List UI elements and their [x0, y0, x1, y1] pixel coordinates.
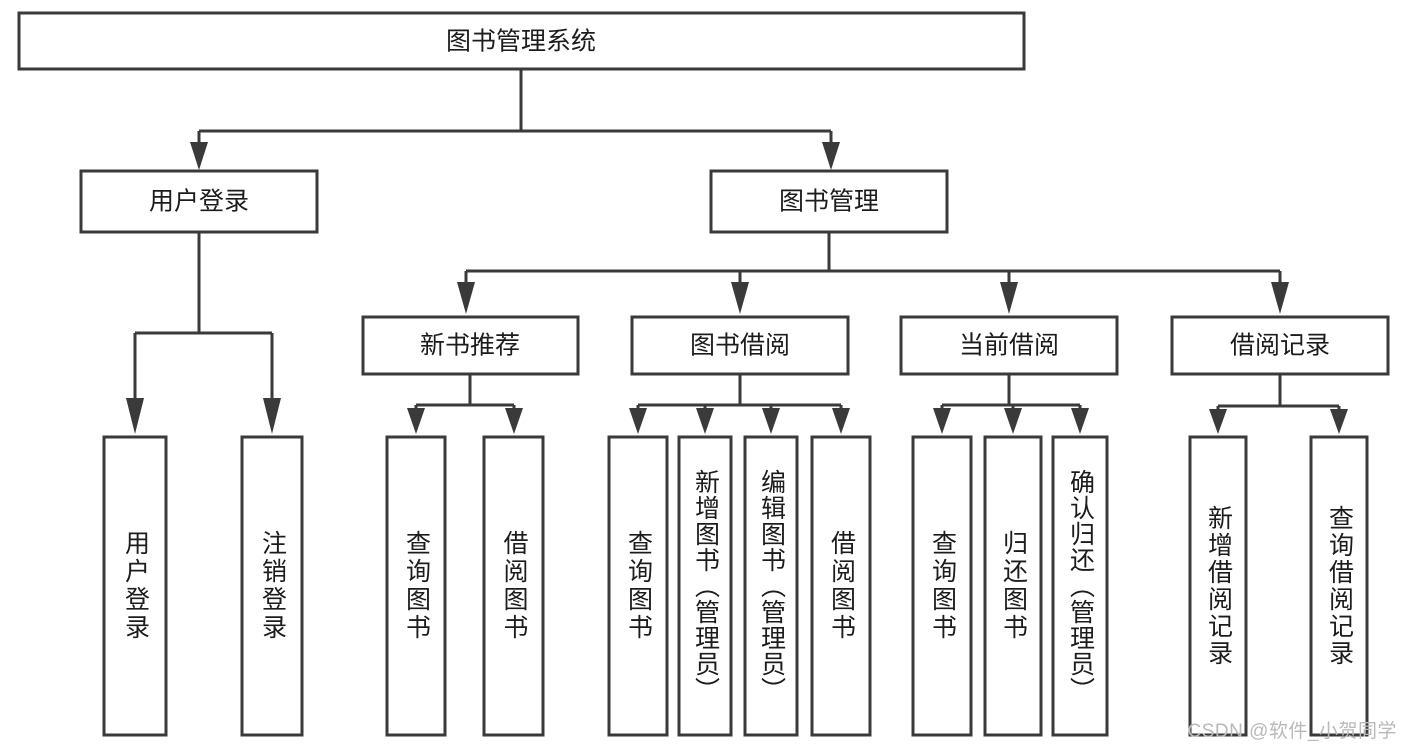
- node-user-login-box[interactable]: [79, 169, 319, 234]
- arrow-head-leaf-user-login: [126, 398, 144, 434]
- node-current-borrow-box[interactable]: [899, 315, 1119, 376]
- leaf-box-add-record[interactable]: [1188, 435, 1248, 737]
- arrow-head-borrowrecord: [1271, 282, 1289, 314]
- leaf-label-add-record: 新增借阅记录: [1204, 505, 1233, 667]
- leaf-label-add-record-wrap[interactable]: 新增借阅记录: [1190, 437, 1246, 735]
- connectors-bookmanage-to-level3: [457, 232, 1289, 314]
- node-book-borrow-box[interactable]: [630, 315, 850, 376]
- leaf-label-borrow-book-2: 借阅图书: [827, 530, 856, 642]
- leaf-box-query-book-1[interactable]: [385, 435, 447, 737]
- leaf-label-borrow-book-1: 借阅图书: [500, 530, 528, 642]
- leaf-label-query-book-2-wrap[interactable]: 查询图书: [609, 437, 667, 735]
- connectors-newbook-to-leaves: [407, 374, 523, 434]
- leaf-label-add-book: 新增图书（管理员）: [691, 469, 720, 703]
- arrow-head-leaf-borrow-book-2: [832, 408, 850, 434]
- arrow-head-leaf-confirm-return: [1071, 408, 1089, 434]
- node-borrow-record[interactable]: 借阅记录: [1170, 315, 1390, 376]
- arrow-head-leaf-return-book: [1004, 408, 1022, 434]
- node-borrow-record-label: 借阅记录: [1230, 332, 1330, 360]
- node-root[interactable]: 图书管理系统: [17, 11, 1026, 71]
- leaf-box-query-book-3[interactable]: [911, 435, 973, 737]
- leaf-label-user-login-wrap[interactable]: 用户登录: [104, 437, 166, 735]
- connectors-userlogin-to-leaves: [126, 232, 281, 434]
- leaf-label-edit-book-wrap[interactable]: 编辑图书（管理员）: [745, 437, 797, 735]
- leaf-box-edit-book[interactable]: [743, 435, 799, 737]
- leaf-label-add-book-wrap[interactable]: 新增图书（管理员）: [679, 437, 731, 735]
- connectors-borrowrecord-to-leaves: [1209, 374, 1348, 434]
- arrow-head-leaf-logout: [263, 398, 281, 434]
- arrow-head-leaf-add-record: [1209, 409, 1227, 434]
- leaf-label-logout: 注销登录: [258, 530, 287, 642]
- leaf-label-query-book-2: 查询图书: [624, 530, 653, 642]
- leaf-boxes: [102, 435, 1369, 737]
- arrow-head-user-login: [190, 142, 208, 170]
- node-root-label: 图书管理系统: [446, 28, 596, 56]
- node-root-box[interactable]: [17, 11, 1026, 71]
- leaf-label-query-book-3: 查询图书: [928, 530, 957, 642]
- node-new-book-rec-box[interactable]: [361, 315, 580, 376]
- leaf-box-add-book[interactable]: [677, 435, 733, 737]
- leaf-label-logout-wrap[interactable]: 注销登录: [242, 437, 302, 735]
- leaf-label-borrow-book-1-wrap[interactable]: 借阅图书: [484, 437, 543, 735]
- leaf-box-user-login[interactable]: [102, 435, 168, 737]
- leaf-label-confirm-return: 确认归还（管理员）: [1066, 469, 1095, 703]
- leaf-label-edit-book: 编辑图书（管理员）: [757, 469, 786, 703]
- leaf-box-query-record[interactable]: [1309, 435, 1369, 737]
- arrow-head-leaf-query-record: [1330, 409, 1348, 434]
- node-new-book-rec-label: 新书推荐: [420, 332, 520, 360]
- node-book-manage[interactable]: 图书管理: [709, 169, 949, 234]
- leaf-label-query-book-1: 查询图书: [402, 530, 431, 642]
- leaf-box-query-book-2[interactable]: [607, 435, 669, 737]
- leaf-box-logout[interactable]: [240, 435, 304, 737]
- node-book-manage-box[interactable]: [709, 169, 949, 234]
- leaf-box-return-book[interactable]: [983, 435, 1043, 737]
- connectors-currentborrow-to-leaves: [933, 374, 1089, 434]
- node-user-login-label: 用户登录: [149, 188, 249, 216]
- arrow-head-bookborrow: [731, 282, 749, 314]
- arrow-head-leaf-query-book-2: [629, 408, 647, 434]
- node-current-borrow[interactable]: 当前借阅: [899, 315, 1119, 376]
- arrow-head-currentborrow: [1000, 282, 1018, 314]
- arrow-head-leaf-edit-book: [762, 408, 780, 434]
- leaf-label-query-book-1-wrap[interactable]: 查询图书: [387, 437, 445, 735]
- arrow-head-newbook: [457, 282, 475, 314]
- arrow-head-book-manage: [822, 142, 840, 170]
- leaf-label-query-record: 查询借阅记录: [1325, 505, 1354, 667]
- leaf-label-confirm-return-wrap[interactable]: 确认归还（管理员）: [1053, 437, 1107, 735]
- node-current-borrow-label: 当前借阅: [959, 332, 1059, 360]
- leaf-box-borrow-book-1[interactable]: [482, 435, 545, 737]
- leaf-box-confirm-return[interactable]: [1051, 435, 1109, 737]
- arrow-head-leaf-add-book: [696, 408, 714, 434]
- leaf-label-return-book: 归还图书: [999, 530, 1028, 642]
- leaf-box-borrow-book-2[interactable]: [810, 435, 872, 737]
- arrow-head-leaf-borrow-book-1: [505, 408, 523, 434]
- node-book-manage-label: 图书管理: [779, 188, 879, 216]
- leaf-label-query-record-wrap[interactable]: 查询借阅记录: [1311, 437, 1367, 735]
- connectors-root-to-level2: [190, 69, 840, 170]
- arrow-head-leaf-query-book-3: [933, 408, 951, 434]
- node-new-book-rec[interactable]: 新书推荐: [361, 315, 580, 376]
- leaf-label-return-book-wrap[interactable]: 归还图书: [985, 437, 1041, 735]
- leaf-label-query-book-3-wrap[interactable]: 查询图书: [913, 437, 971, 735]
- arrow-head-leaf-query-book-1: [407, 408, 425, 434]
- node-user-login[interactable]: 用户登录: [79, 169, 319, 234]
- node-borrow-record-box[interactable]: [1170, 315, 1390, 376]
- leaf-label-user-login: 用户登录: [121, 530, 150, 642]
- connectors-bookborrow-to-leaves: [629, 374, 850, 434]
- node-book-borrow[interactable]: 图书借阅: [630, 315, 850, 376]
- node-book-borrow-label: 图书借阅: [690, 332, 790, 360]
- leaf-label-borrow-book-2-wrap[interactable]: 借阅图书: [812, 437, 870, 735]
